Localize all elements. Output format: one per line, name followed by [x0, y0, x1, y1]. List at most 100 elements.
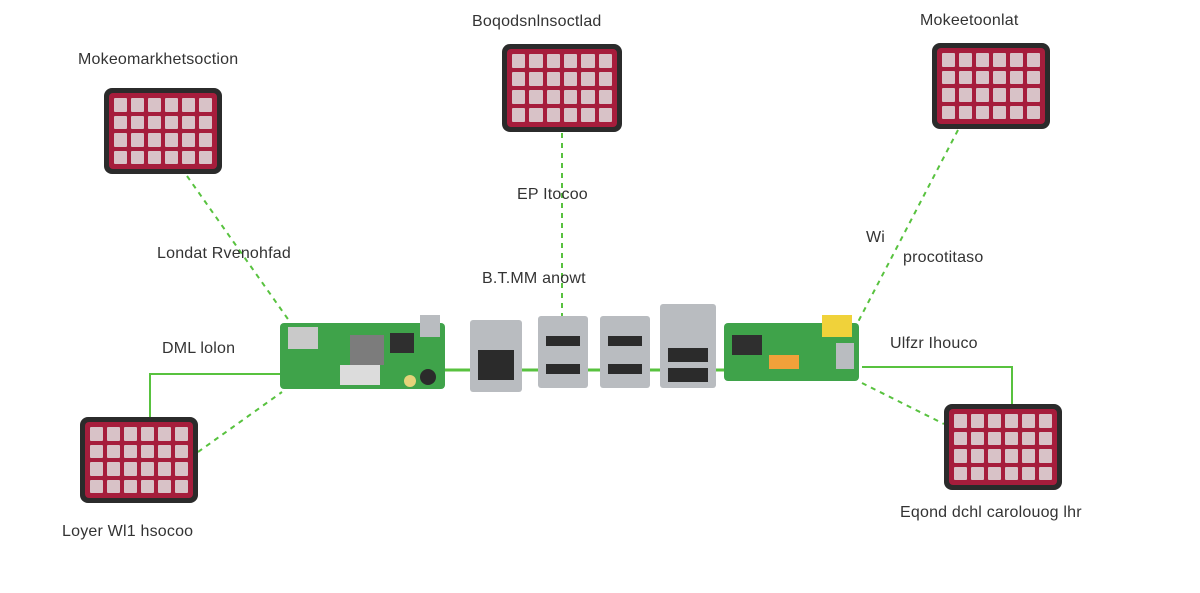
keypad-module-icon	[932, 43, 1050, 129]
keypad-key	[1039, 466, 1052, 480]
keypad-key	[954, 414, 967, 428]
keypad-key	[512, 90, 526, 104]
keypad-key	[90, 444, 103, 458]
keypad-key	[141, 479, 154, 493]
keypad-key	[1027, 70, 1040, 84]
circuit-board-icon	[280, 315, 445, 389]
keypad-key	[1039, 431, 1052, 445]
keypad-key	[942, 70, 955, 84]
keypad-key	[165, 115, 178, 129]
keypad-key	[512, 54, 526, 68]
keypad-key	[942, 53, 955, 67]
keypad-key	[114, 98, 127, 112]
usb-port-icon	[538, 316, 588, 388]
keypad-key	[158, 462, 171, 476]
keypad-key	[546, 90, 560, 104]
keypad-key	[976, 70, 989, 84]
keypad-module-icon	[502, 44, 622, 132]
keypad-key	[90, 479, 103, 493]
ethernet-port-icon	[660, 304, 716, 388]
keypad-key	[148, 98, 161, 112]
keypad-key	[1022, 414, 1035, 428]
keypad-grid	[85, 422, 193, 498]
keypad-key	[598, 90, 612, 104]
label-mid-center: EP Itocoo	[517, 186, 588, 203]
keypad-key	[158, 444, 171, 458]
keypad-grid	[507, 49, 617, 127]
keypad-key	[165, 133, 178, 147]
circuit-board-icon	[724, 315, 859, 381]
keypad-key	[959, 105, 972, 119]
label-right-mid: procotitaso	[903, 249, 984, 266]
keypad-key	[942, 88, 955, 102]
keypad-key	[124, 462, 137, 476]
keypad-key	[1027, 53, 1040, 67]
keypad-module-icon	[80, 417, 198, 503]
keypad-key	[1022, 449, 1035, 463]
keypad-key	[1010, 70, 1023, 84]
keypad-key	[1039, 414, 1052, 428]
keypad-key	[124, 444, 137, 458]
keypad-key	[581, 108, 595, 122]
label-right-link: Ulfzr Ihouco	[890, 335, 978, 352]
keypad-key	[959, 53, 972, 67]
keypad-key	[131, 133, 144, 147]
keypad-key	[199, 150, 212, 164]
keypad-key	[107, 479, 120, 493]
keypad-key	[529, 72, 543, 86]
keypad-key	[598, 72, 612, 86]
keypad-key	[175, 427, 188, 441]
label-right-wi: Wi	[866, 229, 886, 246]
keypad-key	[131, 98, 144, 112]
keypad-key	[959, 70, 972, 84]
keypad-key	[529, 108, 543, 122]
keypad-key	[107, 462, 120, 476]
keypad-key	[107, 444, 120, 458]
label-bottom-left: Loyer Wl1 hsocoo	[62, 523, 194, 540]
keypad-key	[529, 54, 543, 68]
keypad-key	[598, 54, 612, 68]
keypad-key	[976, 53, 989, 67]
keypad-key	[971, 414, 984, 428]
keypad-key	[1005, 466, 1018, 480]
keypad-key	[971, 466, 984, 480]
label-top-left: Mokeomarkhetsoction	[78, 51, 239, 68]
keypad-key	[563, 54, 578, 68]
keypad-grid	[937, 48, 1045, 124]
keypad-key	[1010, 105, 1023, 119]
keypad-key	[993, 88, 1006, 102]
keypad-key	[1005, 449, 1018, 463]
keypad-key	[993, 70, 1006, 84]
keypad-key	[1027, 88, 1040, 102]
keypad-key	[988, 414, 1001, 428]
keypad-key	[141, 462, 154, 476]
keypad-key	[954, 449, 967, 463]
keypad-key	[529, 90, 543, 104]
keypad-key	[512, 72, 526, 86]
keypad-key	[182, 98, 195, 112]
keypad-key	[165, 150, 178, 164]
keypad-key	[1022, 431, 1035, 445]
keypad-key	[148, 133, 161, 147]
keypad-key	[598, 108, 612, 122]
keypad-key	[148, 150, 161, 164]
keypad-key	[124, 479, 137, 493]
keypad-key	[1039, 449, 1052, 463]
keypad-key	[512, 108, 526, 122]
ethernet-port-icon	[470, 320, 522, 392]
keypad-key	[988, 466, 1001, 480]
keypad-key	[107, 427, 120, 441]
keypad-key	[581, 72, 595, 86]
keypad-key	[954, 431, 967, 445]
keypad-key	[175, 479, 188, 493]
link-left-solid	[149, 373, 282, 417]
label-top-center: Boqodsnlnsoctlad	[472, 13, 602, 30]
keypad-key	[1005, 431, 1018, 445]
usb-port-icon	[600, 316, 650, 388]
keypad-key	[148, 115, 161, 129]
label-bottom-right: Eqond dchl carolouog lhr	[900, 504, 1082, 521]
keypad-key	[976, 88, 989, 102]
keypad-key	[158, 479, 171, 493]
keypad-key	[175, 462, 188, 476]
keypad-module-icon	[104, 88, 222, 174]
